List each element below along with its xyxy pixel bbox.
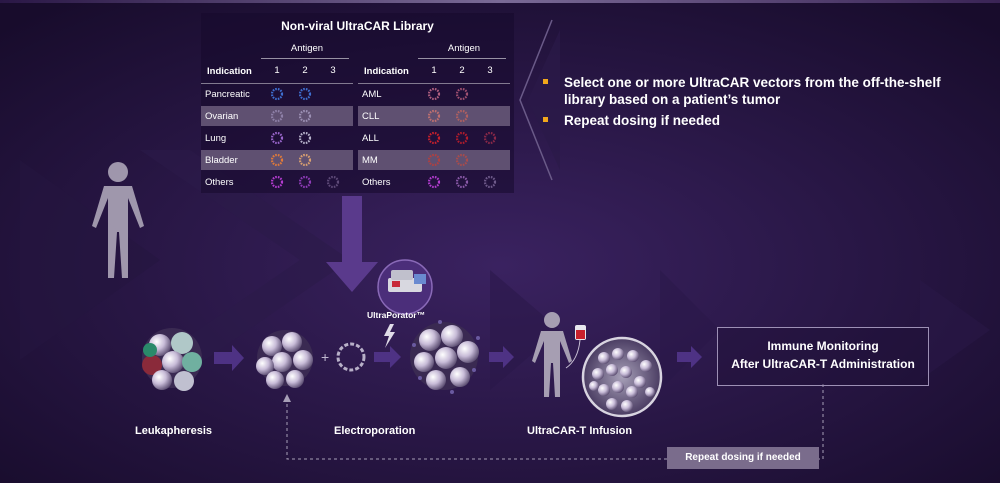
bullet-text: Repeat dosing if needed xyxy=(564,113,721,128)
vector-ring-icon xyxy=(270,109,284,123)
library-row: Lung xyxy=(201,128,353,148)
vector-ring-icon xyxy=(427,87,441,101)
antigen-number: 3 xyxy=(330,65,336,76)
bullet-item: Repeat dosing if needed xyxy=(540,112,980,129)
indication-label: Lung xyxy=(205,133,227,144)
library-row: MM xyxy=(358,150,510,170)
vector-ring-icon xyxy=(270,131,284,145)
ultraporator-label: UltraPorator™ xyxy=(367,310,426,320)
vector-ring-icon xyxy=(270,87,284,101)
antigen-header: Antigen xyxy=(290,43,324,54)
indication-label: Others xyxy=(362,177,391,188)
antigen-number: 2 xyxy=(302,65,308,76)
indication-label: Ovarian xyxy=(205,111,239,122)
header-divider xyxy=(358,83,510,84)
indication-label: AML xyxy=(362,89,382,100)
vector-ring-icon xyxy=(298,87,312,101)
indication-header: Indication xyxy=(364,66,409,77)
library-title: Non-viral UltraCAR Library xyxy=(281,19,434,33)
vector-ring-icon xyxy=(298,131,312,145)
leukapheresis-label: Leukapheresis xyxy=(135,425,213,437)
vector-ring-icon xyxy=(455,153,469,167)
indication-label: Bladder xyxy=(205,155,238,166)
vector-ring-icon xyxy=(427,109,441,123)
antigen-number: 1 xyxy=(431,65,437,76)
library-row: Bladder xyxy=(201,150,353,170)
vector-ring-icon xyxy=(427,175,441,189)
vector-ring-icon xyxy=(455,109,469,123)
vector-ring-icon xyxy=(455,131,469,145)
library-row: AML xyxy=(358,84,510,104)
ultracar-library-panel: Non-viral UltraCAR Library Indication An… xyxy=(201,13,514,193)
vector-ring-icon xyxy=(298,153,312,167)
vector-ring-icon xyxy=(427,153,441,167)
vector-ring-icon xyxy=(427,131,441,145)
immune-monitoring-box: Immune Monitoring After UltraCAR-T Admin… xyxy=(717,327,929,386)
library-row: ALL xyxy=(358,128,510,148)
antigen-header: Antigen xyxy=(447,43,481,54)
bullet-square-icon xyxy=(543,117,548,122)
indication-label: MM xyxy=(362,155,378,166)
top-border xyxy=(0,0,1000,3)
indication-label: Pancreatic xyxy=(205,89,250,100)
library-row: Others xyxy=(201,172,353,192)
antigen-number: 1 xyxy=(274,65,280,76)
vector-ring-icon xyxy=(455,87,469,101)
repeat-dosing-tag: Repeat dosing if needed xyxy=(667,447,819,469)
vector-ring-icon xyxy=(298,175,312,189)
svg-text:+: + xyxy=(321,349,329,365)
vector-ring-icon xyxy=(483,175,497,189)
vector-ring-icon xyxy=(270,175,284,189)
library-row: Ovarian xyxy=(201,106,353,126)
bullet-item: Select one or more UltraCAR vectors from… xyxy=(540,74,980,108)
indication-label: Others xyxy=(205,177,234,188)
vector-ring-icon xyxy=(298,109,312,123)
indication-header: Indication xyxy=(207,66,252,77)
antigen-number: 2 xyxy=(459,65,465,76)
indication-label: CLL xyxy=(362,111,380,122)
infusion-label: UltraCAR-T Infusion xyxy=(527,425,633,437)
header-rule xyxy=(261,58,349,59)
vector-ring-icon xyxy=(326,175,340,189)
header-rule xyxy=(418,58,506,59)
library-row: Pancreatic xyxy=(201,84,353,104)
header-divider xyxy=(201,83,353,84)
library-row: CLL xyxy=(358,106,510,126)
vector-ring-icon xyxy=(483,131,497,145)
library-table-hematologic: Indication Antigen 1 2 3 AML CLL ALL MM Othe… xyxy=(358,39,510,193)
vector-ring-icon xyxy=(455,175,469,189)
indication-label: ALL xyxy=(362,133,379,144)
bullet-text: Select one or more UltraCAR vectors from… xyxy=(564,75,941,107)
bullet-square-icon xyxy=(543,79,548,84)
bullet-list: Select one or more UltraCAR vectors from… xyxy=(540,74,980,133)
vector-ring-icon xyxy=(270,153,284,167)
monitoring-title: Immune Monitoring xyxy=(767,339,879,353)
antigen-number: 3 xyxy=(487,65,493,76)
monitoring-subtitle: After UltraCAR-T Administration xyxy=(731,357,915,371)
library-row: Others xyxy=(358,172,510,192)
electroporation-label: Electroporation xyxy=(334,425,416,437)
